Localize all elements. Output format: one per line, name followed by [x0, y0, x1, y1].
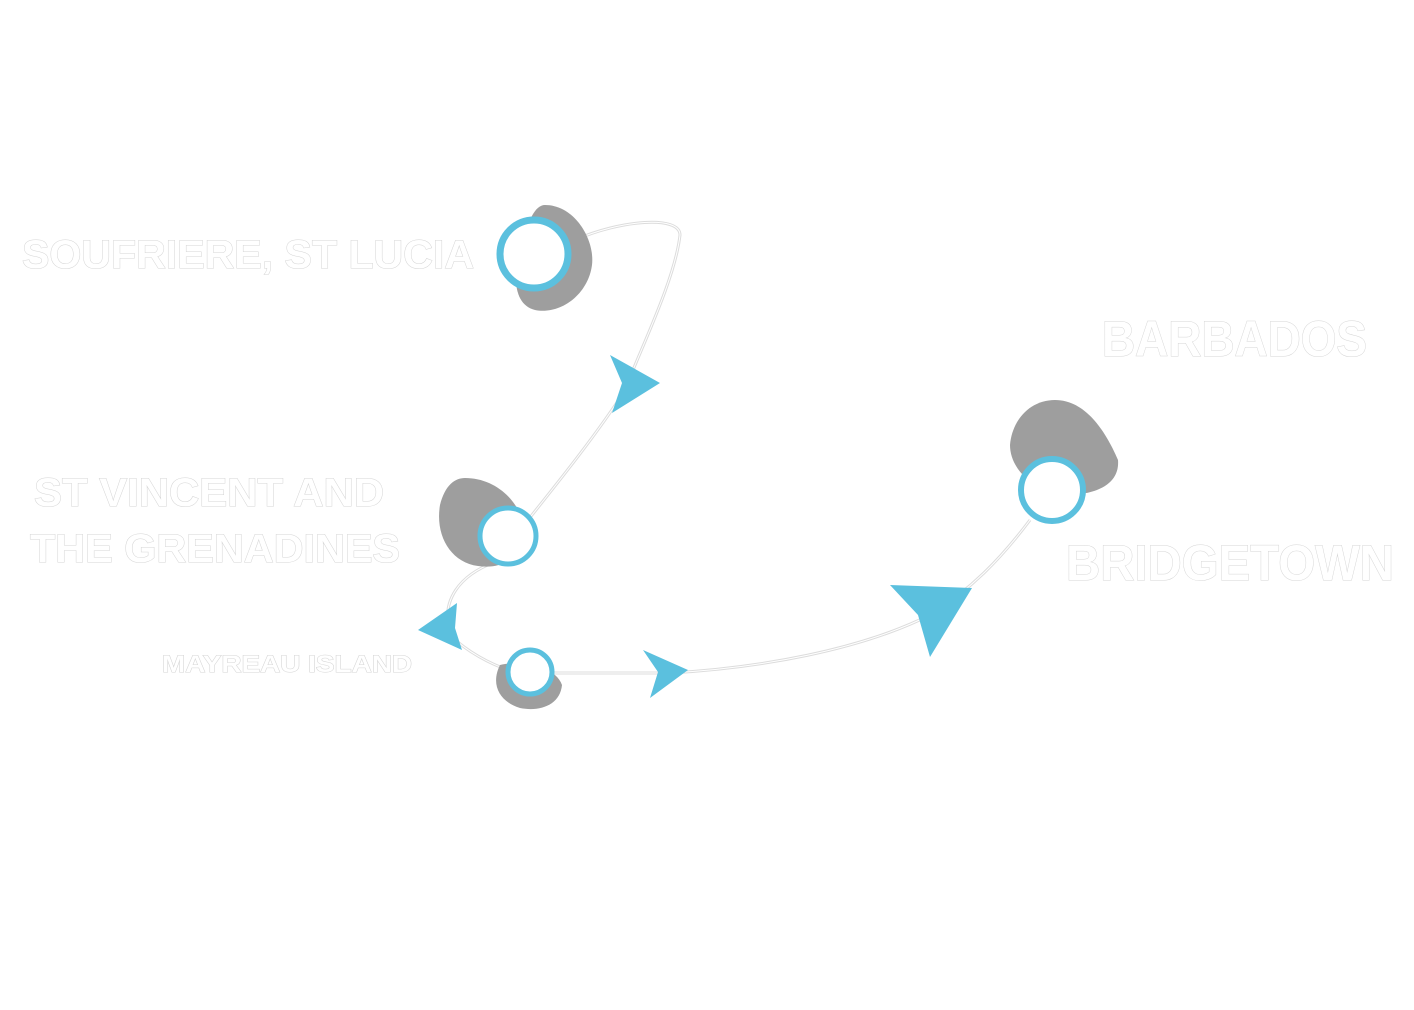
label-mayreau: MAYREAU ISLAND	[162, 651, 412, 678]
route-stvincent-mayreau	[445, 560, 516, 674]
arrow-icon	[890, 585, 972, 657]
arrow-icon	[610, 355, 660, 413]
label-st-vincent-line1: ST VINCENT AND	[34, 471, 384, 515]
marker-mayreau[interactable]	[505, 647, 555, 697]
marker-soufriere[interactable]	[496, 216, 572, 292]
label-barbados: BARBADOS	[1102, 311, 1367, 367]
arrow-icon	[418, 603, 462, 650]
marker-bridgetown[interactable]	[1018, 456, 1086, 524]
label-soufriere: SOUFRIERE, ST LUCIA	[22, 233, 474, 277]
label-bridgetown: BRIDGETOWN	[1066, 535, 1394, 591]
arrow-icon	[643, 650, 688, 698]
label-st-vincent-line2: THE GRENADINES	[30, 527, 400, 571]
marker-st-vincent[interactable]	[477, 505, 539, 567]
